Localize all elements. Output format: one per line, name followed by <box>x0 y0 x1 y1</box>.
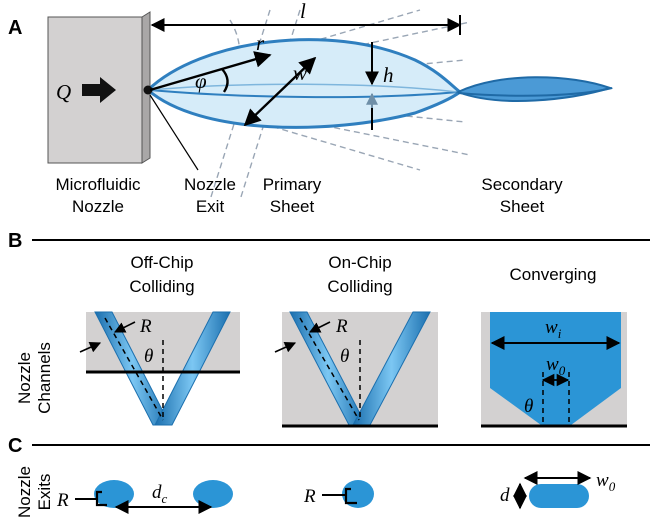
caption-primary-2: Sheet <box>270 197 315 216</box>
caption-secondary-1: Secondary <box>481 175 563 194</box>
off-chip-exit-left <box>94 480 134 508</box>
nozzle-exit-pointer <box>149 94 199 171</box>
converging-channel-diagram <box>481 312 627 428</box>
flow-arrow-icon <box>82 77 116 103</box>
title-on-chip-2: Colliding <box>327 277 392 296</box>
symbol-Q: Q <box>56 80 71 104</box>
off-chip-symbol-R: R <box>139 316 152 337</box>
symbol-r: r <box>256 31 265 55</box>
on-chip-radius-bracket <box>344 487 357 505</box>
c-side-label-2: Exits <box>35 474 54 511</box>
converging-symbol-w0: w0 <box>546 354 566 378</box>
converging-symbol-wi: wi <box>545 317 562 341</box>
title-off-chip-2: Colliding <box>129 277 194 296</box>
title-on-chip-1: On-Chip <box>328 253 391 272</box>
symbol-l: l <box>300 0 306 23</box>
b-side-label-1: Nozzle <box>15 352 34 404</box>
exit-symbol-d: d <box>500 485 510 506</box>
symbol-h: h <box>383 63 394 87</box>
secondary-sheet <box>455 76 614 102</box>
symbol-phi: φ <box>195 69 207 93</box>
caption-exit-2: Exit <box>196 197 225 216</box>
caption-primary-1: Primary <box>263 175 322 194</box>
on-chip-exit <box>342 480 374 508</box>
on-chip-symbol-theta: θ <box>340 346 349 367</box>
on-chip-exit-symbol-R: R <box>303 486 316 507</box>
off-chip-exit-symbol-R: R <box>56 490 69 511</box>
off-chip-exit-right <box>193 480 233 508</box>
symbol-w: w <box>293 61 307 85</box>
on-chip-channel-diagram <box>274 311 438 428</box>
panel-c-label: C <box>8 435 22 457</box>
caption-exit-1: Nozzle <box>184 175 236 194</box>
width-w-arrow <box>243 56 317 127</box>
caption-nozzle: Nozzle <box>72 197 124 216</box>
caption-microfluidic: Microfluidic <box>55 175 141 194</box>
symbol-dc: dc <box>152 482 168 506</box>
nozzle-exit-point <box>143 85 153 95</box>
converging-symbol-theta: θ <box>524 396 533 417</box>
converging-exit <box>529 484 589 508</box>
off-chip-channel-diagram <box>79 311 240 426</box>
off-chip-radius-bracket <box>95 490 107 507</box>
title-converging: Converging <box>510 265 597 284</box>
panel-a: A Q l <box>8 0 614 216</box>
panel-b: B Nozzle Channels Off-Chip Colliding On-… <box>8 230 650 428</box>
panel-c: C Nozzle Exits R dc R w0 d <box>8 435 650 518</box>
off-chip-symbol-theta: θ <box>144 346 153 367</box>
caption-secondary-2: Sheet <box>500 197 545 216</box>
c-side-label-1: Nozzle <box>15 466 34 518</box>
panel-b-label: B <box>8 230 22 252</box>
angle-phi-arc <box>221 68 229 93</box>
exit-symbol-w0: w0 <box>596 470 616 494</box>
panel-a-label: A <box>8 17 22 39</box>
title-off-chip-1: Off-Chip <box>131 253 194 272</box>
b-side-label-2: Channels <box>35 342 54 414</box>
on-chip-symbol-R: R <box>335 316 348 337</box>
